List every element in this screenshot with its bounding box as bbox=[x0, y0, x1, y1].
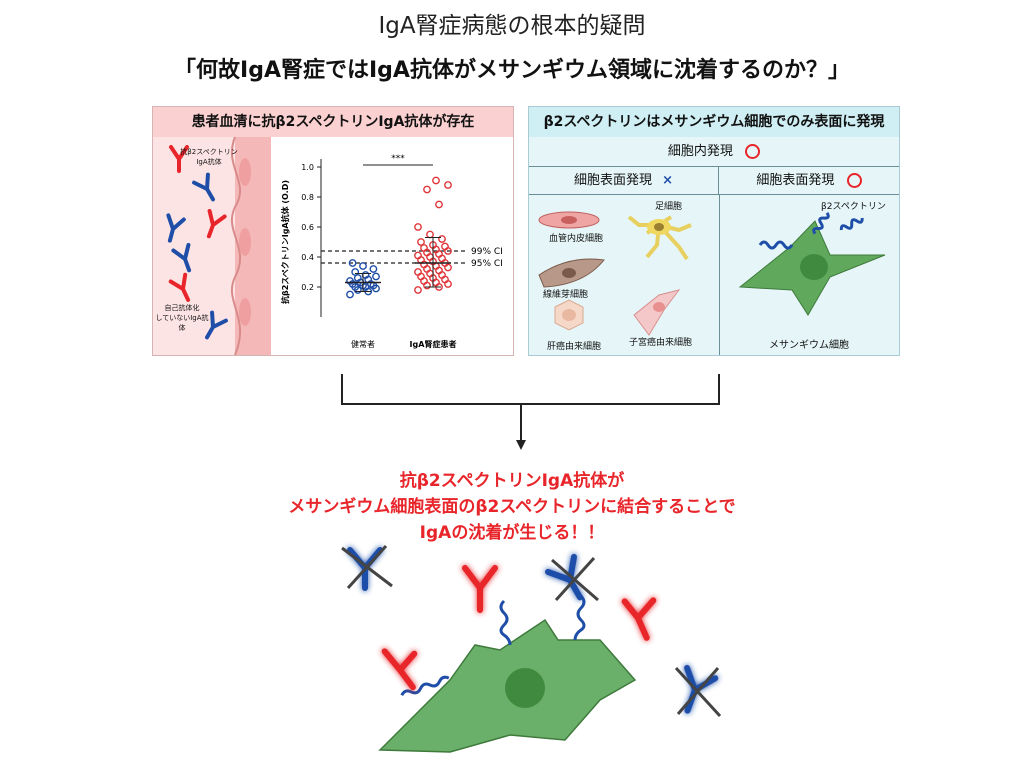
intracellular-label: 細胞内発現 bbox=[667, 144, 733, 159]
conclusion-line-1: 抗β2スペクトリンIgA抗体が bbox=[399, 471, 625, 491]
data-point bbox=[426, 230, 434, 239]
data-point bbox=[414, 286, 422, 294]
antibody-label-1a: 抗β2スペクトリン bbox=[180, 148, 238, 156]
podocyte-icon bbox=[627, 215, 692, 261]
y-tick-label: 0.8 bbox=[301, 193, 314, 202]
cross-mark-icon bbox=[341, 544, 722, 718]
significance-label: *** bbox=[391, 154, 405, 164]
conclusion-line-3: IgAの沈着が生じる！！ bbox=[419, 523, 605, 543]
chart-area: 0.2 0.4 0.6 0.8 1.0 抗β2スペクトリンIgA抗体 (O.D) 健常者 Ig… bbox=[271, 137, 513, 355]
cell-label-endothelial: 血管内皮細胞 bbox=[549, 234, 604, 244]
circle-mark-icon bbox=[745, 144, 761, 159]
right-panel-title: β2スペクトリンはメサンギウム細胞でのみ表面に発現 bbox=[529, 107, 899, 137]
page-title: IgA腎症病態の根本的疑問 bbox=[378, 13, 646, 39]
binding-illustration bbox=[341, 544, 722, 753]
reference-line-label: 99% CI bbox=[471, 247, 503, 257]
data-point bbox=[372, 272, 380, 281]
data-point bbox=[348, 259, 357, 267]
data-point bbox=[423, 185, 431, 194]
data-point bbox=[438, 235, 446, 243]
red-antibody-icon bbox=[168, 145, 227, 302]
question-heading: 「何故IgA腎症ではIgA抗体がメサンギウム領域に沈着するのか？」 bbox=[174, 58, 850, 83]
data-point bbox=[359, 262, 367, 270]
data-point bbox=[420, 244, 428, 252]
cervical-cancer-cell-icon bbox=[633, 289, 681, 336]
cross-mark-icon: × bbox=[662, 173, 674, 188]
connector-arrow bbox=[341, 374, 720, 450]
surface-no-label: 細胞表面発現 bbox=[573, 173, 652, 188]
mesangial-label: メサンギウム細胞 bbox=[769, 340, 849, 351]
cell-label-cervical: 子宮癌由来細胞 bbox=[629, 338, 693, 348]
surface-yes-header: 細胞表面発現 bbox=[719, 167, 899, 195]
data-point bbox=[351, 268, 360, 276]
blood-vessel-illustration bbox=[153, 137, 271, 355]
red-antibody-icon bbox=[381, 565, 657, 691]
spectrin-wave-icon bbox=[400, 594, 586, 696]
data-point bbox=[441, 242, 449, 251]
data-point bbox=[414, 268, 422, 276]
left-panel: 患者血清に抗β2スペクトリンIgA抗体が存在 抗β2スペクトリン IgA抗体 自… bbox=[152, 106, 514, 356]
antibody-label-1b: IgA抗体 bbox=[196, 158, 222, 166]
cell-types-illustration bbox=[538, 211, 692, 336]
data-point bbox=[414, 223, 422, 231]
blue-antibody-icon bbox=[166, 172, 228, 340]
surface-yes-label: 細胞表面発現 bbox=[756, 173, 835, 188]
x-category-label: IgA腎症患者 bbox=[410, 339, 457, 349]
data-point bbox=[369, 265, 378, 273]
data-point bbox=[414, 251, 422, 260]
divider bbox=[719, 195, 720, 355]
y-tick-label: 1.0 bbox=[301, 163, 314, 172]
conclusion-text: 抗β2スペクトリンIgA抗体が メサンギウム細胞表面のβ2スペクトリンに結合する… bbox=[0, 468, 1024, 546]
data-point bbox=[361, 271, 370, 279]
mesangial-cell-illustration bbox=[738, 212, 886, 316]
left-panel-title: 患者血清に抗β2スペクトリンIgA抗体が存在 bbox=[153, 107, 513, 137]
conclusion-line-2: メサンギウム細胞表面のβ2スペクトリンに結合することで bbox=[288, 497, 736, 517]
circle-mark-icon bbox=[846, 173, 862, 188]
cell-label-hepatoma: 肝癌由来細胞 bbox=[547, 342, 602, 352]
spectrin-wave-icon bbox=[758, 212, 864, 250]
reference-line-label: 95% CI bbox=[471, 259, 503, 269]
y-tick-label: 0.2 bbox=[301, 283, 314, 292]
y-tick-label: 0.4 bbox=[301, 253, 314, 262]
spectrin-label: β2スペクトリン bbox=[821, 202, 886, 212]
antibody-label-2b: していないIgA抗体 bbox=[155, 314, 209, 332]
y-axis-label: 抗β2スペクトリンIgA抗体 (O.D) bbox=[280, 180, 290, 304]
data-point bbox=[417, 238, 425, 246]
right-panel: β2スペクトリンはメサンギウム細胞でのみ表面に発現 細胞内発現 細胞表面発現 ×… bbox=[528, 106, 900, 356]
y-tick-label: 0.6 bbox=[301, 223, 314, 232]
data-point bbox=[435, 200, 443, 209]
surface-no-header: 細胞表面発現 × bbox=[529, 167, 719, 195]
antibody-label-2a: 自己抗体化 bbox=[164, 304, 200, 312]
data-point bbox=[432, 176, 440, 185]
antibody-label-1: 抗β2スペクトリン IgA抗体 bbox=[179, 147, 239, 167]
antibody-label-2: 自己抗体化 していないIgA抗体 bbox=[153, 303, 211, 333]
cell-label-podocyte: 足細胞 bbox=[655, 202, 683, 212]
data-point bbox=[444, 181, 452, 189]
intracellular-row: 細胞内発現 bbox=[529, 137, 899, 167]
x-category-label: 健常者 bbox=[351, 339, 375, 349]
data-point bbox=[346, 290, 354, 299]
cell-label-fibroblast: 線維芽細胞 bbox=[543, 290, 589, 300]
scatter-chart: 0.2 0.4 0.6 0.8 1.0 抗β2スペクトリンIgA抗体 (O.D) 健常者 Ig… bbox=[280, 154, 503, 349]
data-point bbox=[346, 277, 354, 285]
